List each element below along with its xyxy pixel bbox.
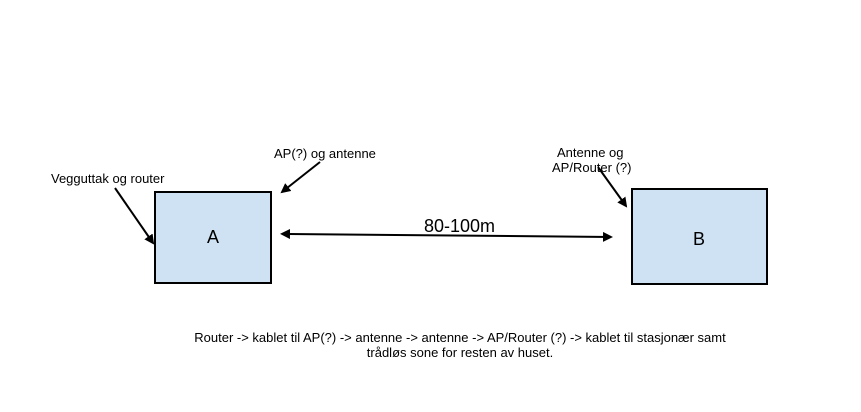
distance-arrow — [280, 229, 613, 242]
caption: Router -> kablet til AP(?) -> antenne ->… — [160, 330, 760, 360]
caption-line2: trådløs sone for resten av huset. — [366, 345, 554, 360]
distance-label: 80-100m — [424, 216, 496, 236]
arrow-antenna-ap — [597, 166, 628, 208]
caption-line1: Router -> kablet til AP(?) -> antenne ->… — [194, 330, 726, 345]
arrow-wall-outlet — [114, 187, 155, 245]
arrow-ap-antenna — [280, 161, 321, 194]
label-wall-outlet: Vegguttak og router — [51, 171, 165, 186]
label-antenna-ap-line1: Antenne og — [557, 145, 624, 160]
label-ap-antenna: AP(?) og antenne — [274, 146, 376, 161]
label-antenna-ap-line2: AP/Router (?) — [552, 160, 632, 175]
box-b — [631, 188, 768, 285]
box-a — [154, 191, 272, 284]
box-b-label: B — [692, 229, 705, 249]
box-a-label: A — [206, 227, 219, 247]
